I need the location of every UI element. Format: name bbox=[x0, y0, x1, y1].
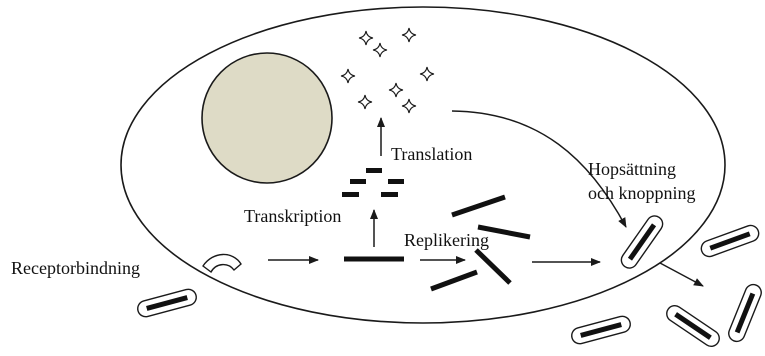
virion-released bbox=[726, 282, 763, 344]
virion-incoming bbox=[136, 288, 198, 319]
label-translation: Translation bbox=[391, 144, 472, 164]
label-replication: Replikering bbox=[404, 230, 489, 250]
arrow-release bbox=[660, 263, 703, 286]
virion-released bbox=[699, 223, 761, 259]
nucleus bbox=[202, 53, 332, 183]
label-assembly-line1: Hopsättning bbox=[588, 159, 676, 179]
label-receptor-binding: Receptorbindning bbox=[11, 258, 140, 278]
label-transcription: Transkription bbox=[244, 206, 341, 226]
label-assembly-line2: och knoppning bbox=[588, 183, 696, 203]
virion-released bbox=[570, 315, 632, 346]
virion-released bbox=[664, 303, 723, 350]
